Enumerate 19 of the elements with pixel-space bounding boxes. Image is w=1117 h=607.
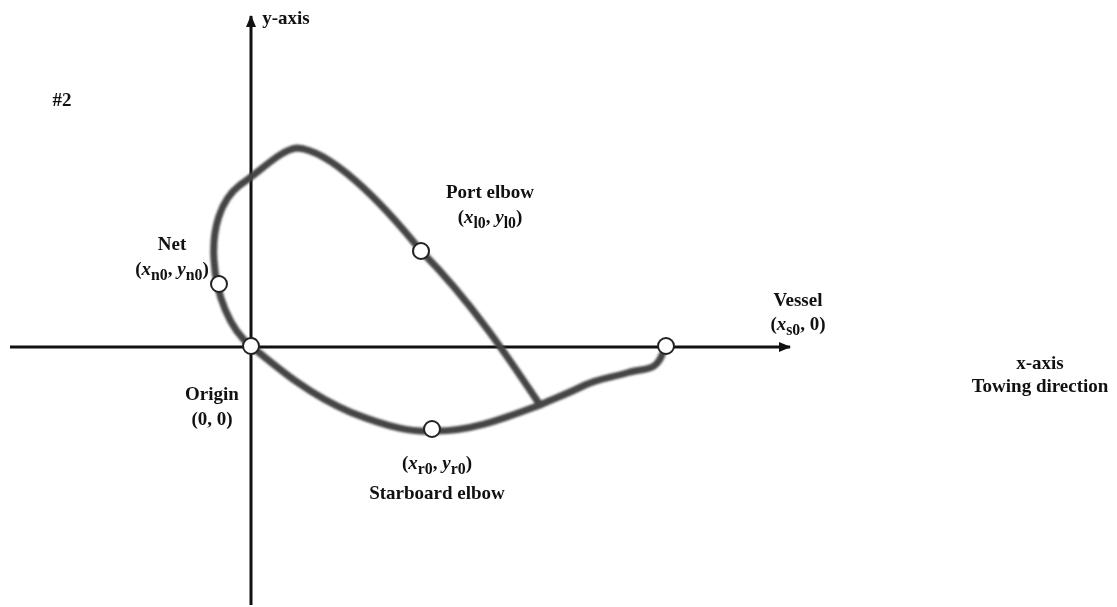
point-marker [657,337,675,355]
point-label: (x$_{l0}$, y$_{l0}$) [457,206,523,232]
point-marker [423,420,441,438]
point-label: Vessel [773,289,823,311]
point-marker [242,337,260,355]
axis-label: x-axis [1016,352,1064,374]
point-label: (x$_{r0}$, y$_{r0}$) [402,452,472,478]
point-label: Starboard elbow [369,482,505,504]
axis-label: Towing direction [971,375,1109,397]
point-label: Net [157,233,187,255]
point-marker [412,242,430,260]
point-label: (0, 0) [191,408,233,430]
axis-label: y-axis [262,7,310,29]
point-label: Origin [185,383,239,405]
point-marker [210,275,228,293]
point-label: Port elbow [445,181,535,203]
point-label: (x$_{n0}$, y$_{n0}$) [135,258,209,284]
point-label: (x$_{s0}$, 0) [770,313,826,339]
panel-number: #2 [52,89,72,111]
